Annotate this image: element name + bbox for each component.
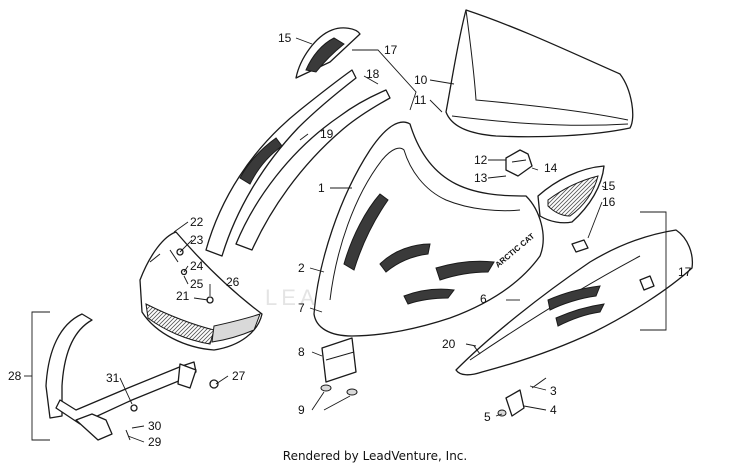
callout-13: 13 (474, 171, 488, 185)
callout-6: 6 (480, 292, 487, 306)
callout-17-top: 17 (384, 43, 398, 57)
callout-20: 20 (442, 337, 456, 351)
callout-14: 14 (544, 161, 558, 175)
callout-12: 12 (474, 153, 488, 167)
leader-lines (24, 37, 667, 443)
callout-17-right: 17 (678, 265, 692, 279)
callout-5: 5 (484, 410, 491, 424)
callout-16: 16 (602, 195, 616, 209)
callout-23: 23 (190, 233, 204, 247)
callout-30: 30 (148, 419, 162, 433)
callout-11: 11 (414, 93, 427, 107)
bumper (45, 313, 197, 441)
vent-top (295, 27, 361, 79)
windshield-bracket (505, 149, 533, 177)
side-trim-left (205, 69, 391, 257)
callout-27: 27 (232, 369, 246, 383)
callout-24: 24 (190, 259, 204, 273)
windshield (445, 9, 634, 138)
callout-2: 2 (298, 261, 305, 275)
hinge-hardware (497, 377, 547, 417)
callout-19: 19 (320, 127, 334, 141)
screw (473, 345, 481, 355)
callout-28: 28 (8, 369, 22, 383)
callout-3: 3 (550, 384, 557, 398)
callout-31: 31 (106, 371, 120, 385)
callout-26: 26 (226, 275, 240, 289)
side-panel-right (455, 229, 694, 376)
callout-4: 4 (550, 403, 557, 417)
callout-25: 25 (190, 277, 204, 291)
callout-22: 22 (190, 215, 204, 229)
callout-9: 9 (298, 403, 305, 417)
callout-7: 7 (298, 301, 305, 315)
hood: ARCTIC CAT (313, 121, 544, 337)
callout-labels: 1 2 3 4 5 6 7 8 9 10 11 12 13 14 15 15 1… (8, 31, 692, 449)
callout-1: 1 (318, 181, 325, 195)
callout-29: 29 (148, 435, 162, 449)
callout-8: 8 (298, 345, 305, 359)
clip (571, 239, 589, 253)
callout-10: 10 (414, 73, 428, 87)
render-credit: Rendered by LeadVenture, Inc. (282, 449, 468, 463)
callout-15-top: 15 (278, 31, 292, 45)
callout-18: 18 (366, 67, 380, 81)
hinge-bracket (320, 337, 358, 396)
callout-21: 21 (176, 289, 190, 303)
nose-housing (139, 231, 263, 389)
vent-right (537, 165, 605, 224)
callout-15-right: 15 (602, 179, 616, 193)
